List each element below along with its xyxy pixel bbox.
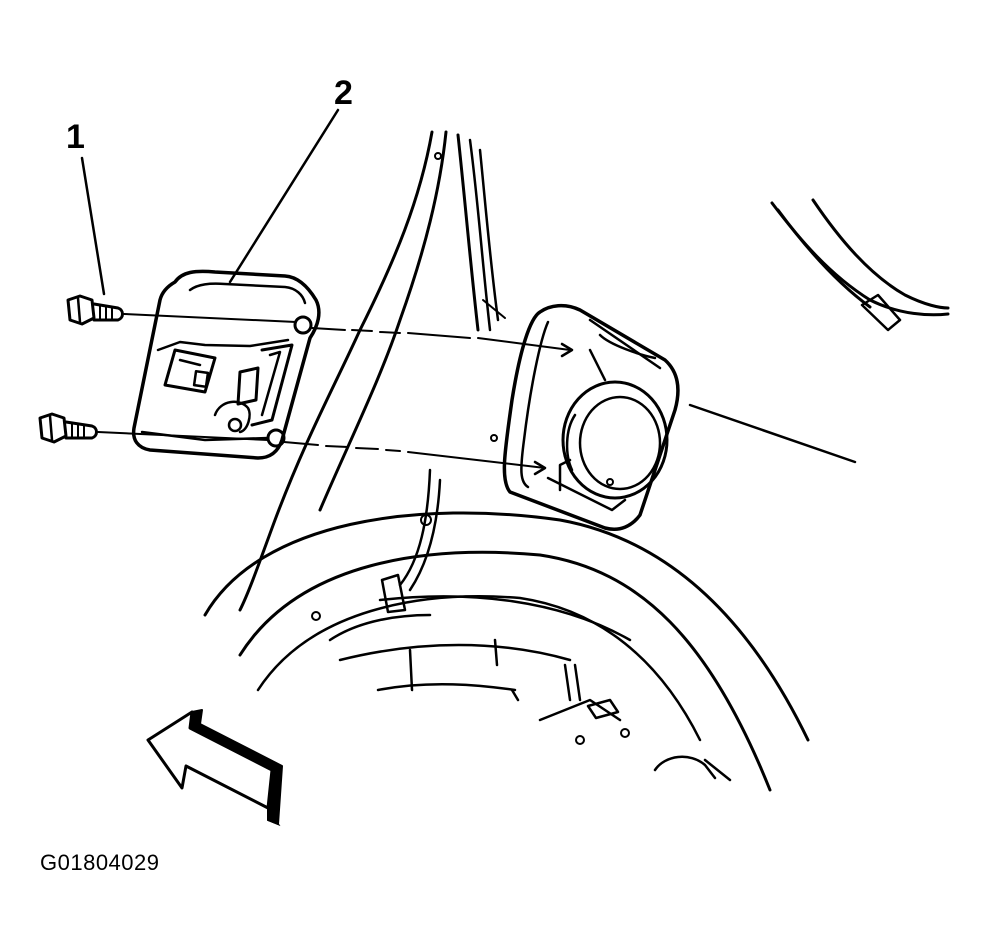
- callout-label-2: 2: [334, 74, 353, 112]
- bolt-lower: [38, 412, 98, 444]
- front-arrow-icon: [146, 709, 283, 827]
- fuel-filler-pocket: [482, 299, 680, 531]
- figure-id: G01804029: [40, 850, 160, 875]
- fuel-fill-door: [131, 269, 321, 460]
- wheel-arch: [203, 511, 810, 792]
- alignment-lines: [97, 313, 574, 476]
- callout-label-1: 1: [66, 118, 85, 156]
- rear-glass-edge: [688, 198, 950, 464]
- quarter-panel: [238, 130, 500, 614]
- bolt-upper: [66, 294, 124, 326]
- callout-leaders: [80, 108, 340, 296]
